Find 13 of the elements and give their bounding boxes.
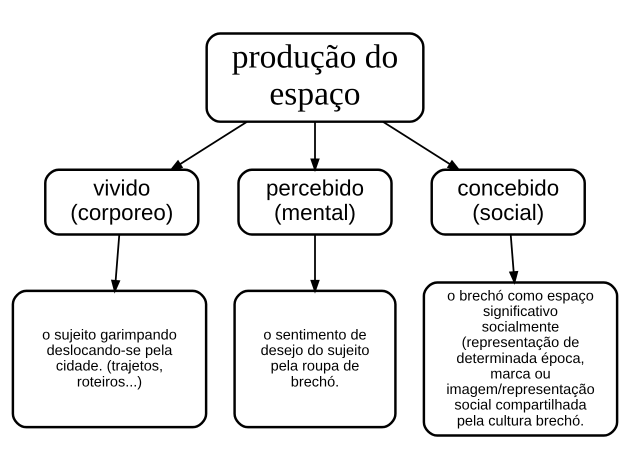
node-box: percebido (mental) (237, 168, 393, 236)
arrow (310, 234, 320, 294)
node-box: produção do espaço (205, 32, 425, 122)
node-box: concebido (social) (430, 168, 586, 236)
arrow (310, 121, 320, 172)
arrow (382, 120, 461, 171)
node-box: vivido (corporeo) (44, 168, 200, 236)
arrow (508, 234, 518, 284)
node-box: o sujeito garimpando deslocando-se pela cidade. (trajetos, roteiros...) (12, 289, 208, 428)
node-box: o brechó como espaço significativo socialmente (representação de determinada época, marca ou imagem/representação social compartilhada pela cultura brechó. (422, 280, 618, 436)
node-box: o sentimento de desejo do sujeito pela roupa de brechó. (233, 289, 397, 428)
arrow (110, 234, 120, 294)
arrow (169, 120, 248, 171)
